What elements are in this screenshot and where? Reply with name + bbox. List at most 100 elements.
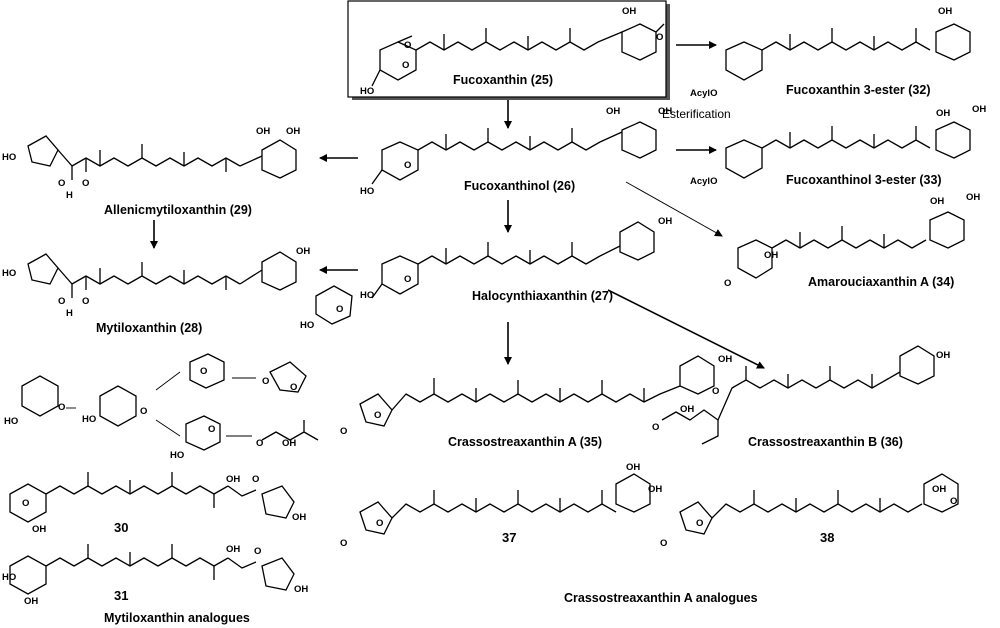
oh-label: OH [938,6,952,17]
label-32: Fucoxanthin 3-ester (32) [786,83,930,97]
h-label: H [66,190,73,201]
keto-o-label: O [724,278,731,289]
oh-label: OH [966,192,980,203]
oh-label: OH [936,350,950,361]
ho-label: HO [360,186,374,197]
oh-label: OH [764,250,778,261]
oh-label: OH [680,404,694,415]
ho-label: HO [360,290,374,301]
compound-32: AcylO OH Fucoxanthin 3-ester (32) [690,6,971,99]
oh-label: OH [658,216,672,227]
oh-label: OH [286,126,300,137]
label-34: Amarouciaxanthin A (34) [808,275,954,289]
label-37: 37 [502,530,516,545]
ho-label: HO [4,416,18,427]
ho-label: HO [82,414,96,425]
ho-label: HO [2,572,16,583]
mytiloxanthin-analogues-caption: Mytiloxanthin analogues [104,611,250,625]
compound-27: HO O OH Halocynthiaxanthin (27) HO O [300,216,672,331]
oh-label: OH [282,438,296,449]
compound-33: AcylO OH OH Fucoxanthinol 3-ester (33) [690,104,986,187]
o-label: O [374,410,381,421]
o-label: O [256,438,263,449]
o-minus-label: O [58,402,65,413]
ho-label: HO [360,86,374,97]
compound-30: O OH OH O OH 30 [9,472,306,535]
ho-label: HO [170,450,184,461]
o-label: O [58,296,65,307]
oh-label: OH [606,106,620,117]
oh-label: OH [32,524,46,535]
ho-label: HO [2,268,16,279]
oh-label: OH [718,354,732,365]
epoxide-o-label: O [402,60,409,71]
o-label: O [290,382,297,393]
o-label: O [376,518,383,529]
arrow-26-to-34 [625,181,723,237]
label-31: 31 [114,588,128,603]
oh-label: OH [930,196,944,207]
ho-label: HO [2,152,16,163]
h-label: H [66,308,73,319]
o-label: O [22,498,29,509]
o-label: O [82,296,89,307]
label-30: 30 [114,520,128,535]
oh-label: OH [296,246,310,257]
o-label: O [712,386,719,397]
o-label: O [254,546,261,557]
o-label: O [696,518,703,529]
compound-29: HO O O H OH OH Allenicmytiloxanthin (29) [2,126,300,217]
label-33: Fucoxanthinol 3-ester (33) [786,173,942,187]
oh-label: OH [658,106,672,117]
label-26: Fucoxanthinol (26) [464,179,575,193]
epoxide-o-label: O [404,274,411,285]
label-35: Crassostreaxanthin A (35) [448,435,602,449]
acylo-label: AcylO [690,176,717,187]
epoxide-o-label: O [404,160,411,171]
o-label: O [652,422,659,433]
o-minus-label: O [140,406,147,417]
oh-label: OH [226,544,240,555]
compound-36: O OH O OH Crassostreaxanthin B (36) [652,345,950,449]
o-label: O [58,178,65,189]
oh-label: OH [292,512,306,523]
crassostreaxanthin-analogues-caption: Crassostreaxanthin A analogues [564,591,758,605]
compound-37: O O OH OH 37 [340,462,662,549]
o-label: O [252,474,259,485]
label-28: Mytiloxanthin (28) [96,321,202,335]
o-label: O [340,426,347,437]
compound-35: O O OH Crassostreaxanthin A (35) [340,354,732,449]
oh-label: OH [936,108,950,119]
o-label: O [950,496,957,507]
oh-label: OH [972,104,986,115]
o-label: O [262,376,269,387]
o-label: O [340,538,347,549]
label-25: Fucoxanthin (25) [453,73,553,87]
mechanism: HO O HO O O O O HO O O OH [4,353,319,461]
oh-label: OH [24,596,38,607]
arrow-27-to-36 [607,289,765,369]
o-label: O [660,538,667,549]
oh-label: OH [626,462,640,473]
oh-label: OH [622,6,636,17]
label-27: Halocynthiaxanthin (27) [472,289,613,303]
oh-label: OH [294,584,308,595]
o-label: O [208,424,215,435]
o-label: O [200,366,207,377]
oh-label: OH [932,484,946,495]
compound-25-fucoxanthin: HO O O OH O Fucoxanthin (25) [347,0,670,100]
compound-34: O OH OH OH Amarouciaxanthin A (34) [724,192,980,289]
compound-26: HO O OH OH Fucoxanthinol (26) [360,106,672,197]
compound-28: HO O O H OH Mytiloxanthin (28) [2,246,310,335]
label-29: Allenicmytiloxanthin (29) [104,203,252,217]
ester-o-label: O [656,32,663,43]
acylo-label: AcylO [690,88,717,99]
keto-o-label: O [404,40,411,51]
esterification-label: Esterification [662,107,731,121]
oh-label: OH [226,474,240,485]
compound-38: O O OH O 38 [660,473,959,549]
oh-label: OH [256,126,270,137]
oh-label: OH [648,484,662,495]
label-38: 38 [820,530,834,545]
